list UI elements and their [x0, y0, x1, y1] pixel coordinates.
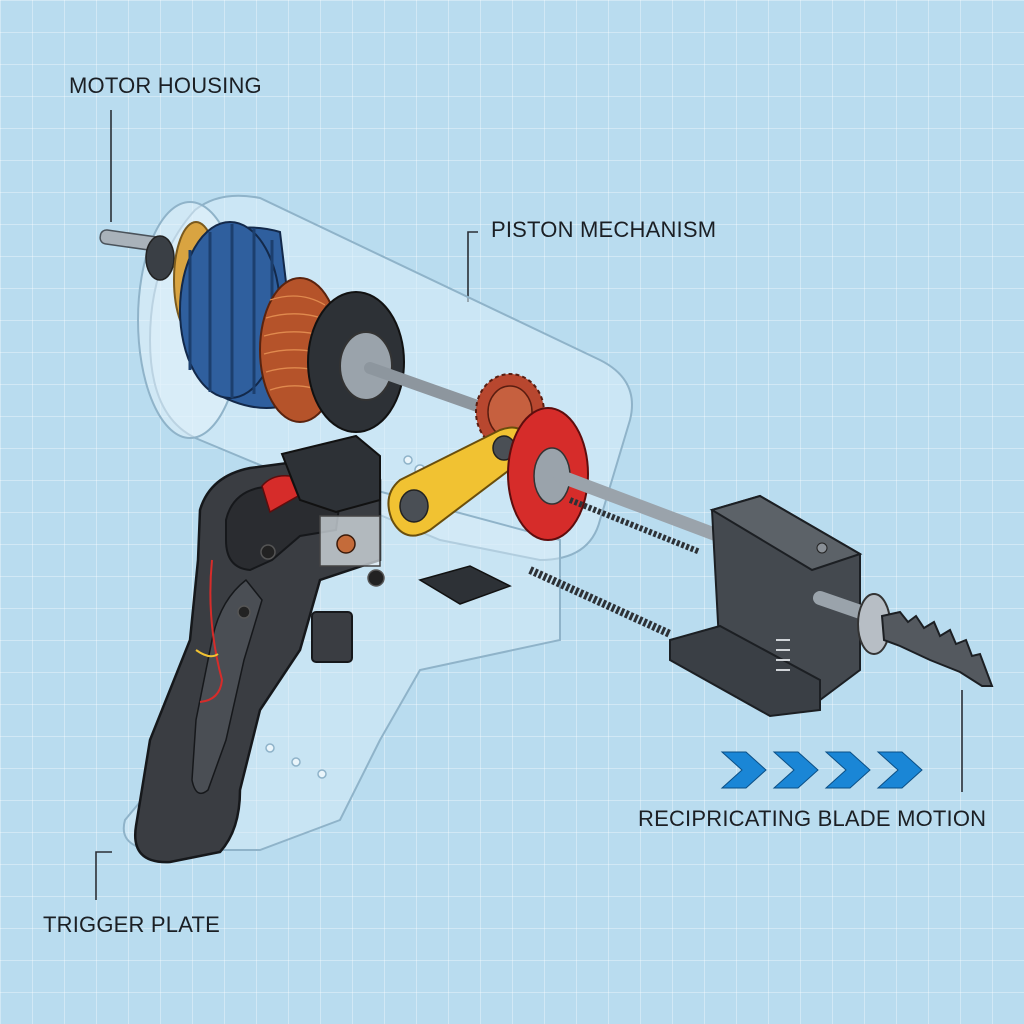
- piston-mechanism-leader: [467, 231, 478, 302]
- motor-housing-label: MOTOR HOUSING: [69, 73, 262, 98]
- motion-chevron-arrows: [720, 751, 923, 789]
- blade-motion-label: RECIPRICATING BLADE MOTION: [638, 806, 987, 831]
- blade-clamp: [669, 494, 863, 718]
- piston-linkage: [387, 426, 530, 537]
- counterweight-disc: [507, 407, 589, 541]
- trigger-plate-leader: [95, 851, 112, 900]
- handle-grip: [133, 454, 382, 864]
- rack-rod: [528, 566, 672, 638]
- piston-rod: [553, 469, 737, 547]
- saw-blade: [880, 610, 994, 687]
- trigger-switch: [280, 434, 385, 587]
- stator: [179, 221, 302, 409]
- circuit-board: [418, 565, 512, 605]
- piston-mechanism-label: PISTON MECHANISM: [491, 217, 717, 242]
- trigger-plate-label: TRIGGER PLATE: [43, 912, 220, 937]
